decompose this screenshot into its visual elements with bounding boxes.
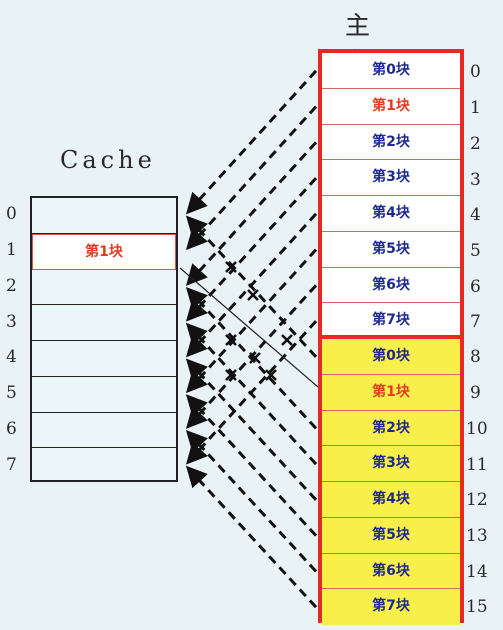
cache-line-text: 第1块 [85,243,123,260]
cache-box: 第1块 [30,196,178,482]
memory-index: 13 [466,526,488,546]
memory-index: 6 [470,277,481,297]
cache-line-0 [32,198,176,234]
memory-index: 8 [470,347,481,367]
memory-block: 第5块 [322,231,460,268]
memory-index: 4 [470,205,481,225]
cache-index: 3 [6,312,17,332]
memory-block: 第0块 [322,339,460,375]
memory-block: 第3块 [322,160,460,196]
memory-index: 15 [466,597,488,617]
mapping-arrow [185,358,318,501]
memory-block: 第1块 [322,374,460,411]
cache-line-1: 第1块 [32,233,176,270]
mapping-arrow [185,394,318,537]
memory-index: 7 [470,312,481,332]
memory-block: 第7块 [322,589,460,625]
memory-block: 第0块 [322,53,460,89]
cache-title: Cache [60,146,156,174]
cache-index: 7 [6,455,17,475]
cache-index: 5 [6,383,17,403]
block9-to-line1-line [179,267,319,388]
memory-index: 1 [470,98,481,118]
cache-index: 0 [6,204,17,224]
memory-block: 第2块 [322,124,460,161]
memory-block: 第1块 [322,88,460,125]
memory-index: 10 [466,419,488,439]
mapping-arrow [185,105,318,251]
memory-block: 第4块 [322,196,460,232]
mapping-arrow [185,215,318,358]
memory-block: 第2块 [322,410,460,447]
memory-block: 第4块 [322,482,460,518]
cache-line-2 [32,270,176,306]
cache-index: 4 [6,347,17,367]
mapping-arrow [185,248,318,394]
mapping-arrow [185,320,318,465]
cache-index: 2 [6,276,17,296]
memory-block: 第6块 [322,553,460,590]
memory-index: 2 [470,134,481,154]
memory-index: 5 [470,241,481,261]
cache-line-4 [32,341,176,377]
memory-index: 11 [466,455,488,475]
cache-index: 1 [6,240,17,260]
memory-block: 第3块 [322,446,460,482]
memory-index: 3 [470,170,481,190]
memory-index: 14 [466,562,488,582]
memory-index: 9 [470,383,481,403]
memory-block: 第5块 [322,517,460,554]
mapping-arrow [185,465,318,609]
mapping-arrow [185,69,318,215]
mapping-arrow [185,141,318,286]
mapping-arrow [185,322,318,466]
cache-index: 6 [6,419,17,439]
memory-block: 第6块 [322,267,460,304]
cross-marks [225,261,293,381]
mapping-arrow [185,429,318,573]
main-memory-box: 第0块 第1块 第2块 第3块 第4块 第5块 第6块 第7块 第0块 第1块 … [318,49,464,625]
mapping-arrow [185,212,318,358]
memory-index: 0 [470,62,481,82]
memory-index: 12 [466,490,488,510]
cache-line-5 [32,377,176,413]
cache-line-3 [32,305,176,341]
cache-line-6 [32,413,176,449]
memory-block: 第7块 [322,303,460,339]
